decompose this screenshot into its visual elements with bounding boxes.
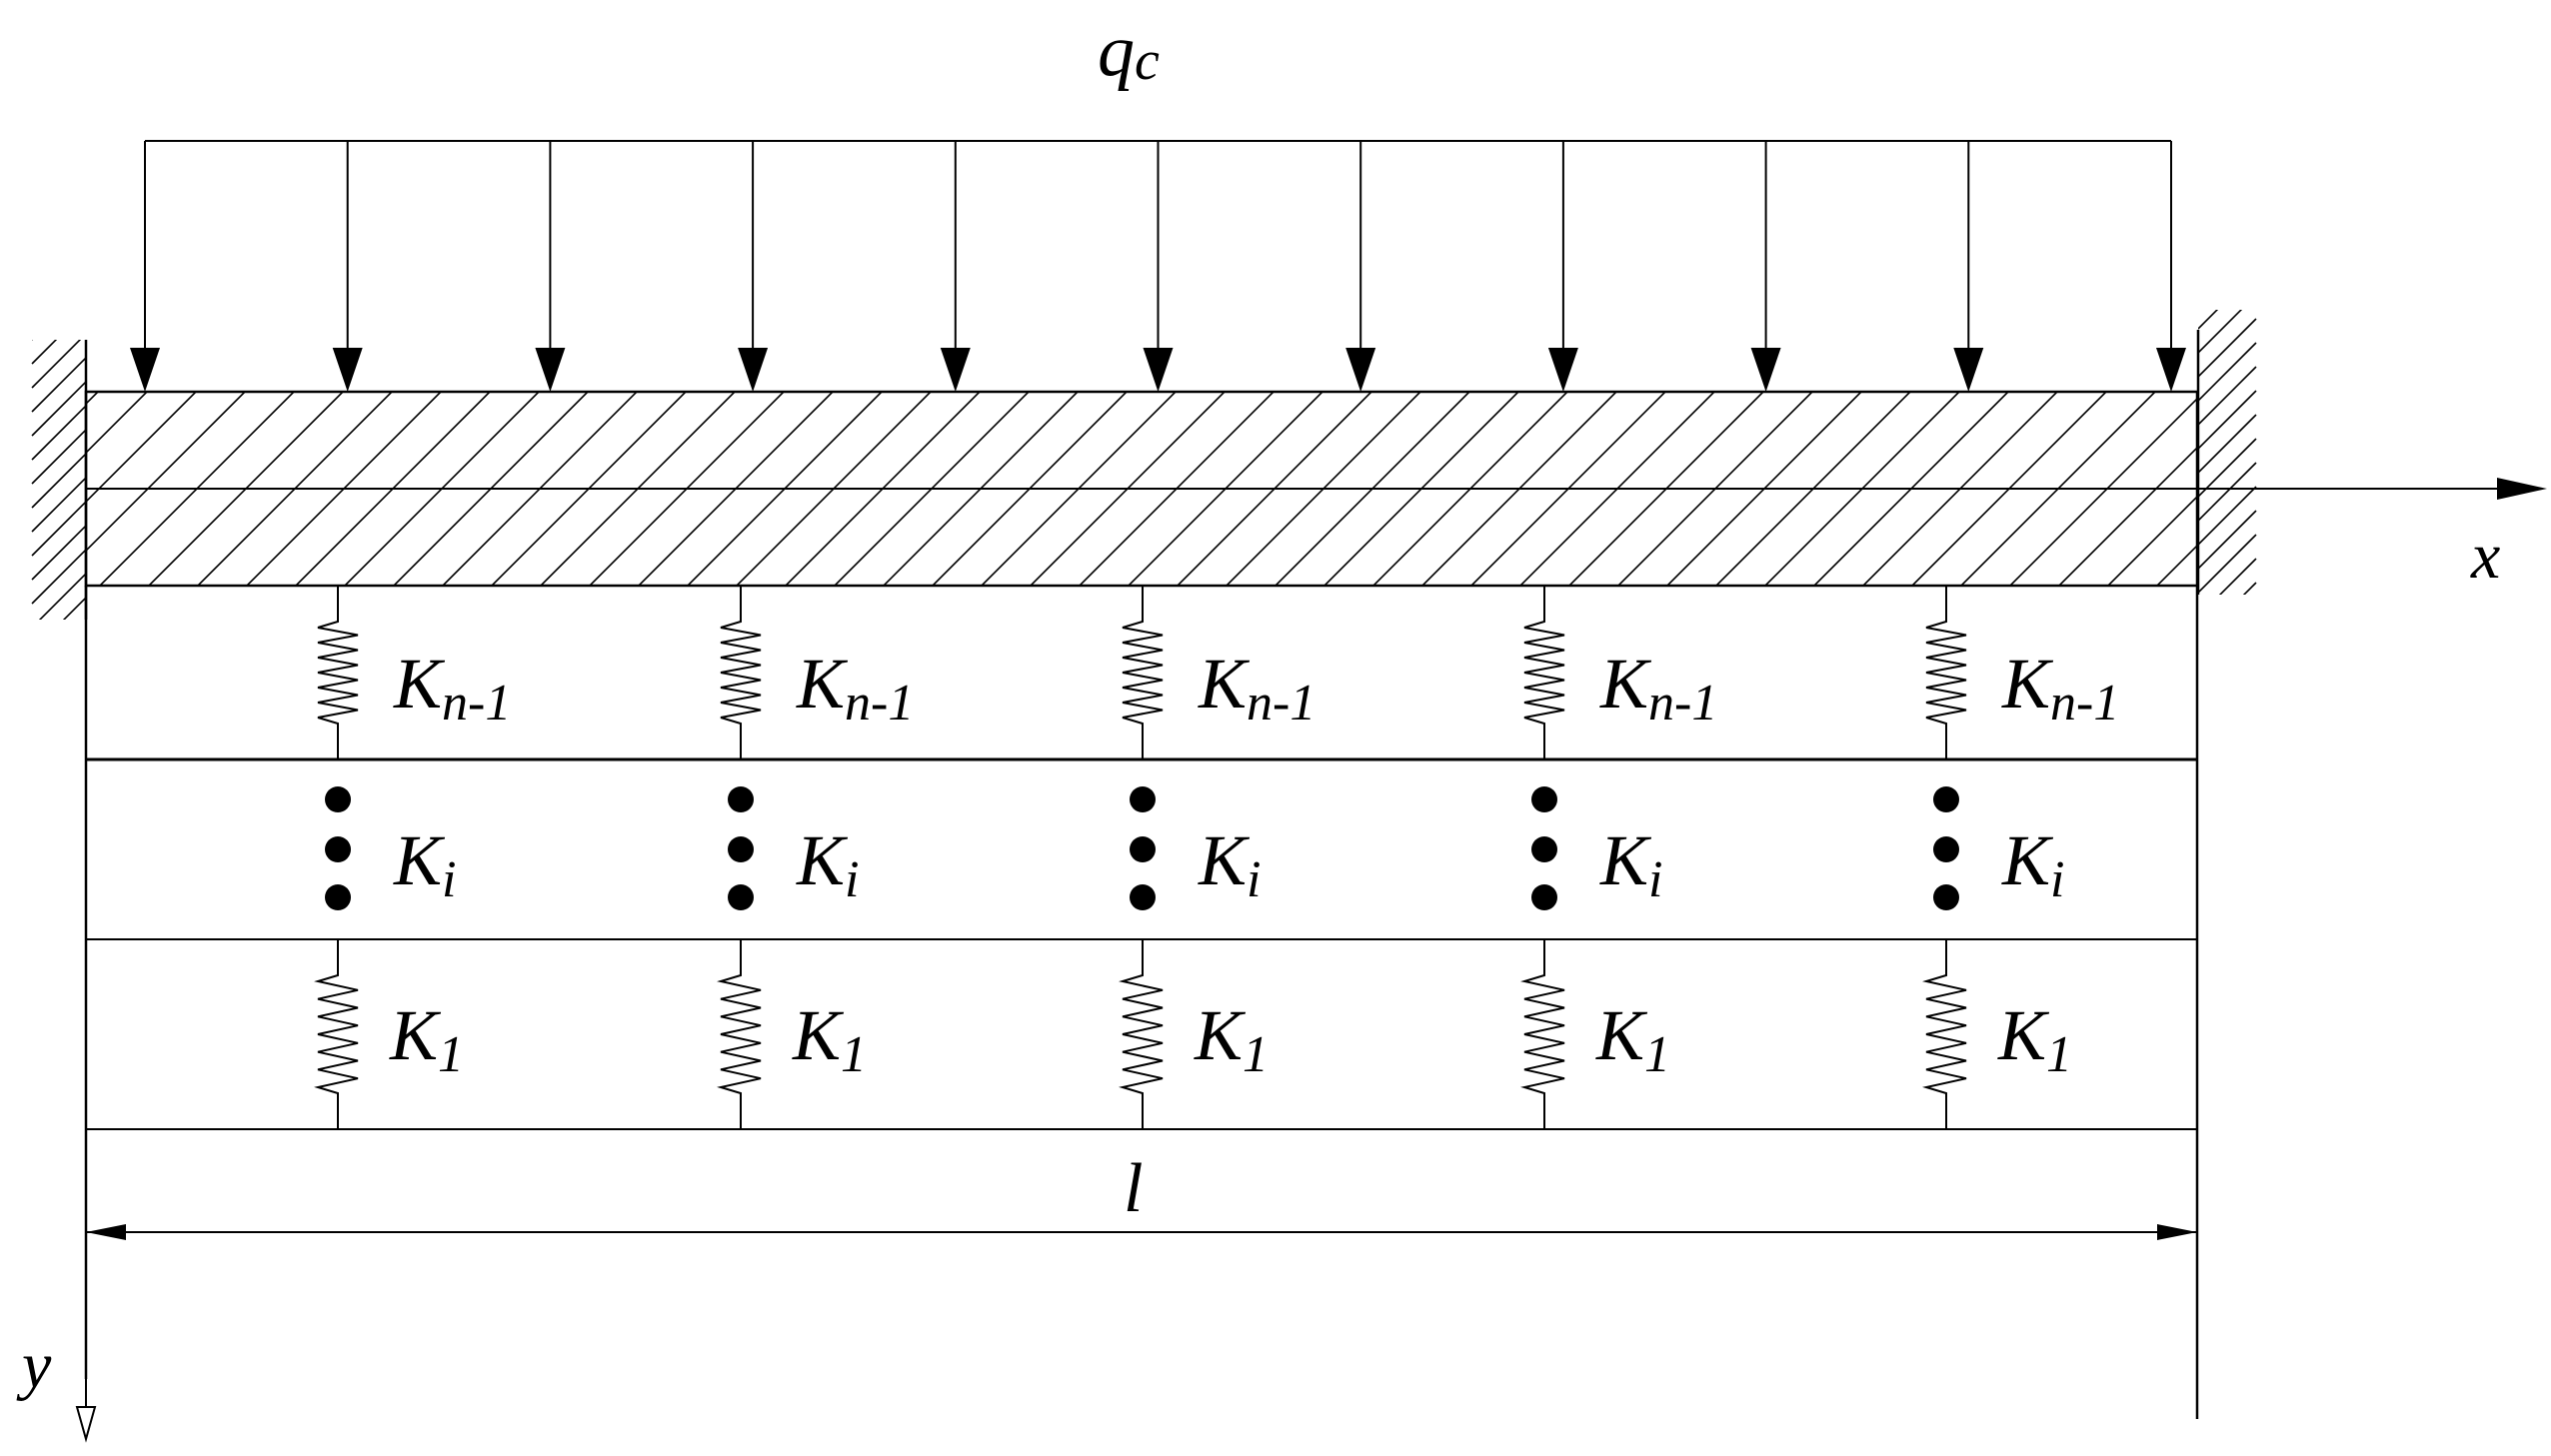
load-arrow — [1547, 141, 1578, 392]
svg-text:Ki: Ki — [1198, 820, 1261, 908]
load-arrow — [332, 141, 363, 392]
load-arrow — [1953, 141, 1984, 392]
x-axis: x — [2197, 478, 2547, 593]
svg-text:K1: K1 — [1194, 995, 1269, 1083]
spring-top — [317, 586, 359, 759]
spring-bottom — [717, 939, 762, 1129]
dim-arrow-left — [86, 1224, 126, 1240]
beam — [84, 390, 2199, 588]
load-arrow — [2156, 141, 2186, 392]
svg-text:Kn-1: Kn-1 — [1599, 644, 1717, 731]
svg-text:Ki: Ki — [796, 820, 859, 908]
svg-text:K1: K1 — [389, 995, 464, 1083]
spring-bottom — [1119, 939, 1164, 1129]
svg-text:Kn-1: Kn-1 — [1198, 644, 1315, 731]
y-axis-label: y — [16, 1329, 52, 1402]
dim-arrow-right — [2157, 1224, 2197, 1240]
spring-top — [1122, 586, 1164, 759]
x-axis-arrowhead — [2497, 478, 2547, 500]
y-axis: y — [16, 1329, 97, 1443]
load-arrow — [1345, 141, 1376, 392]
svg-text:Kn-1: Kn-1 — [2001, 644, 2119, 731]
svg-text:Ki: Ki — [2001, 820, 2064, 908]
load-arrows — [130, 141, 2186, 392]
load-label: qc — [1098, 10, 1160, 92]
load-arrow — [1750, 141, 1781, 392]
length-dimension: l — [86, 1150, 2197, 1240]
svg-text:K1: K1 — [792, 995, 867, 1083]
load-arrow — [738, 141, 769, 392]
load-arrow — [130, 141, 160, 392]
y-axis-arrowhead — [75, 1406, 97, 1443]
length-label: l — [1124, 1150, 1143, 1227]
svg-text:Kn-1: Kn-1 — [393, 644, 511, 731]
svg-text:K1: K1 — [1997, 995, 2072, 1083]
load-arrow — [1143, 141, 1174, 392]
spring-top — [720, 586, 762, 759]
right-fixed-support — [2196, 310, 2257, 595]
ellipsis-dots — [1130, 786, 1156, 910]
svg-text:Ki: Ki — [1599, 820, 1662, 908]
svg-text:Ki: Ki — [393, 820, 456, 908]
load-arrow — [535, 141, 566, 392]
ellipsis-dots — [325, 786, 351, 910]
ellipsis-dots — [1933, 786, 1959, 910]
svg-text:Kn-1: Kn-1 — [796, 644, 914, 731]
spring-bottom — [1520, 939, 1565, 1129]
spring-top — [1925, 586, 1967, 759]
ellipsis-dots — [1531, 786, 1557, 910]
spring-bottom — [314, 939, 359, 1129]
svg-text:K1: K1 — [1595, 995, 1670, 1083]
load-arrow — [940, 141, 971, 392]
spring-top — [1523, 586, 1565, 759]
x-axis-label: x — [2470, 520, 2500, 593]
ellipsis-dots — [728, 786, 754, 910]
spring-bottom — [1922, 939, 1967, 1129]
left-fixed-support — [31, 340, 88, 620]
